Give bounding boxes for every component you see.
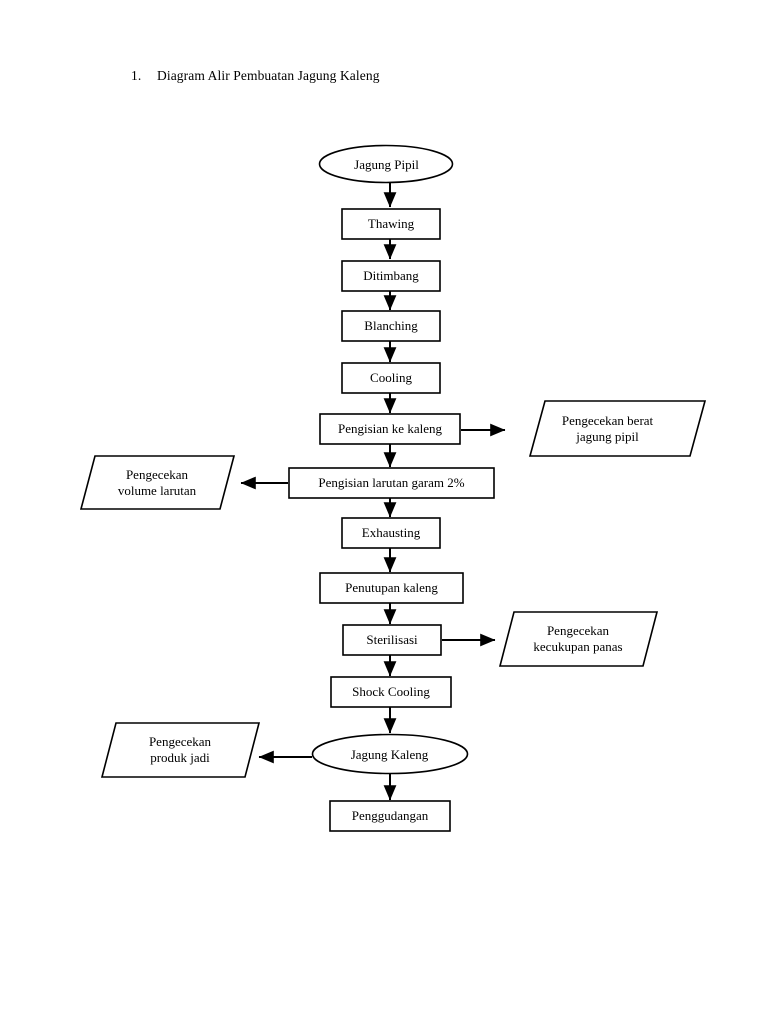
node-cek-volume-shape	[79, 455, 236, 510]
list-number: 1.	[131, 68, 142, 83]
node-cek-produk-shape	[100, 722, 261, 778]
node-cooling-shape	[341, 362, 441, 394]
node-penggudangan-shape	[329, 800, 451, 832]
connector-layer	[240, 183, 506, 801]
node-blanching-shape	[341, 310, 441, 342]
node-larutan-garam-shape	[288, 467, 495, 499]
node-thawing-shape	[341, 208, 441, 240]
shape-layer	[79, 144, 707, 832]
node-cek-panas-shape	[498, 611, 659, 667]
node-jagung-pipil-shape	[318, 144, 454, 184]
node-shock-cooling-shape	[330, 676, 452, 708]
node-pengisian-kaleng-shape	[319, 413, 461, 445]
node-ditimbang-shape	[341, 260, 441, 292]
node-sterilisasi-shape	[342, 624, 442, 656]
node-cek-berat-shape	[528, 400, 707, 457]
node-penutupan-kaleng-shape	[319, 572, 464, 604]
node-exhausting-shape	[341, 517, 441, 549]
title-text: Diagram Alir Pembuatan Jagung Kaleng	[157, 68, 380, 83]
page-title: 1. Diagram Alir Pembuatan Jagung Kaleng	[131, 68, 380, 84]
node-jagung-kaleng-shape	[311, 733, 469, 775]
